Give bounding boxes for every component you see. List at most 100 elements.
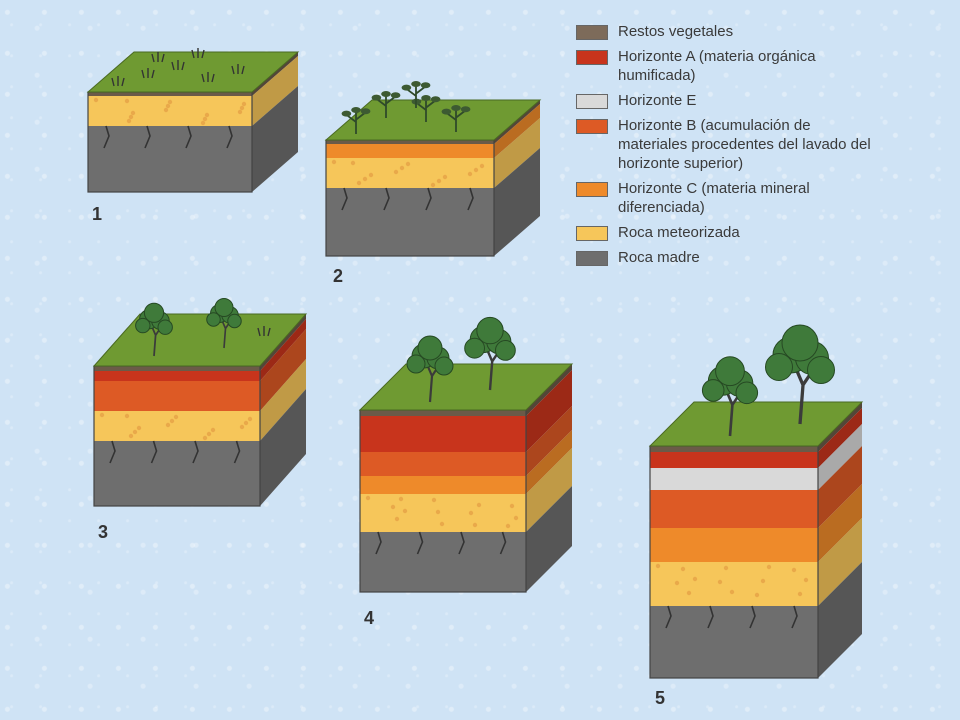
rock-speckle <box>505 523 511 529</box>
rock-speckle <box>128 114 134 120</box>
rock-speckle <box>472 522 478 528</box>
layer-litter-side <box>494 100 540 144</box>
tree-foliage <box>735 381 759 405</box>
bedrock-crack <box>425 187 432 211</box>
rock-speckle <box>126 118 132 124</box>
layer-b-front <box>650 490 818 528</box>
grass-tuft <box>201 72 215 83</box>
bedrock-crack <box>791 605 798 629</box>
tree-foliage <box>214 298 234 317</box>
layer-bedrock-side <box>260 389 306 506</box>
tree-foliage <box>464 337 486 359</box>
grass-tuft <box>171 60 185 71</box>
rock-speckle <box>473 167 479 173</box>
soil-block-4 <box>358 316 574 593</box>
legend-swatch <box>576 251 608 266</box>
rock-speckle <box>436 178 442 184</box>
rock-speckle <box>169 418 175 424</box>
step-label-2: 2 <box>333 266 344 286</box>
layer-b-front <box>94 381 260 411</box>
block-top-surface <box>86 51 300 93</box>
rock-speckle <box>202 116 208 122</box>
layer-litter-side <box>526 364 572 416</box>
grass-tuft <box>231 64 245 75</box>
rock-speckle <box>356 180 362 186</box>
layer-e-side <box>818 424 862 490</box>
tree-foliage <box>143 302 165 323</box>
grass-tuft <box>151 52 165 63</box>
rock-speckle <box>173 414 179 420</box>
layer-weathered-side <box>260 359 306 441</box>
rock-speckle <box>476 502 482 508</box>
bedrock-crack <box>144 125 151 149</box>
grass-tuft <box>191 48 205 59</box>
rock-speckle <box>393 169 399 175</box>
rock-speckle <box>241 101 247 107</box>
herb-leaf <box>441 108 452 115</box>
grass-tuft <box>257 326 271 337</box>
layer-c-side <box>526 430 572 494</box>
rock-speckle <box>350 160 356 166</box>
rock-speckle <box>692 576 698 582</box>
rock-speckle <box>431 497 437 503</box>
herb-leaf <box>390 92 401 99</box>
layer-c-front <box>326 144 494 158</box>
layer-b-side <box>526 406 572 476</box>
herb-leaf <box>381 91 391 97</box>
soil-block-5 <box>648 324 864 679</box>
step-label-4: 4 <box>364 608 375 628</box>
rock-speckle <box>331 159 337 165</box>
herb-leaf <box>341 110 352 117</box>
rock-speckle <box>136 425 142 431</box>
legend-swatch <box>576 119 608 134</box>
rock-speckle <box>467 171 473 177</box>
layer-a-side <box>818 408 862 468</box>
bedrock-crack <box>226 125 233 149</box>
rock-speckle <box>803 577 809 583</box>
rock-speckle <box>206 431 212 437</box>
rock-speckle <box>439 521 445 527</box>
legend-label: Horizonte A (materia orgánica humificada… <box>618 48 816 84</box>
soil-block-3 <box>92 298 308 507</box>
legend-item-horizon-b: Horizonte B (acumulación de materiales p… <box>576 116 876 173</box>
rock-speckle <box>202 435 208 441</box>
rock-speckle <box>394 516 400 522</box>
rock-speckle <box>368 172 374 178</box>
herb-leaf <box>360 108 371 115</box>
soil-block-1 <box>86 48 300 193</box>
block-top-surface <box>648 401 864 447</box>
rock-speckle <box>362 176 368 182</box>
layer-c-front <box>650 528 818 562</box>
bedrock-crack <box>665 605 672 629</box>
rock-speckle <box>686 590 692 596</box>
layer-litter-side <box>818 402 862 452</box>
rock-speckle <box>760 578 766 584</box>
layer-b-side <box>818 446 862 528</box>
layer-a-side <box>260 319 306 381</box>
layer-weathered-front <box>360 494 526 532</box>
rock-speckle <box>717 579 723 585</box>
layer-weathered-side <box>818 518 862 606</box>
layer-litter-side <box>260 314 306 371</box>
bedrock-crack <box>233 440 241 464</box>
tree-foliage <box>206 312 221 327</box>
bedrock-crack <box>109 440 116 464</box>
rock-speckle <box>479 163 485 169</box>
herb-leaf <box>371 94 382 101</box>
layer-b-front <box>360 452 526 476</box>
rock-speckle <box>128 433 134 439</box>
bedrock-crack <box>383 187 390 211</box>
legend-item-bedrock: Roca madre <box>576 248 876 267</box>
step-label-1: 1 <box>92 204 103 224</box>
layer-litter-front <box>94 366 260 371</box>
rock-speckle <box>365 495 371 501</box>
rock-speckle <box>210 427 216 433</box>
layer-bedrock-front <box>360 532 526 592</box>
rock-speckle <box>398 496 404 502</box>
tree-foliage <box>807 356 835 384</box>
layer-weathered-side <box>494 118 540 188</box>
bedrock-crack <box>499 531 507 555</box>
herb-leaf <box>420 82 431 89</box>
bedrock-crack <box>192 440 199 464</box>
tree-foliage <box>495 340 516 361</box>
